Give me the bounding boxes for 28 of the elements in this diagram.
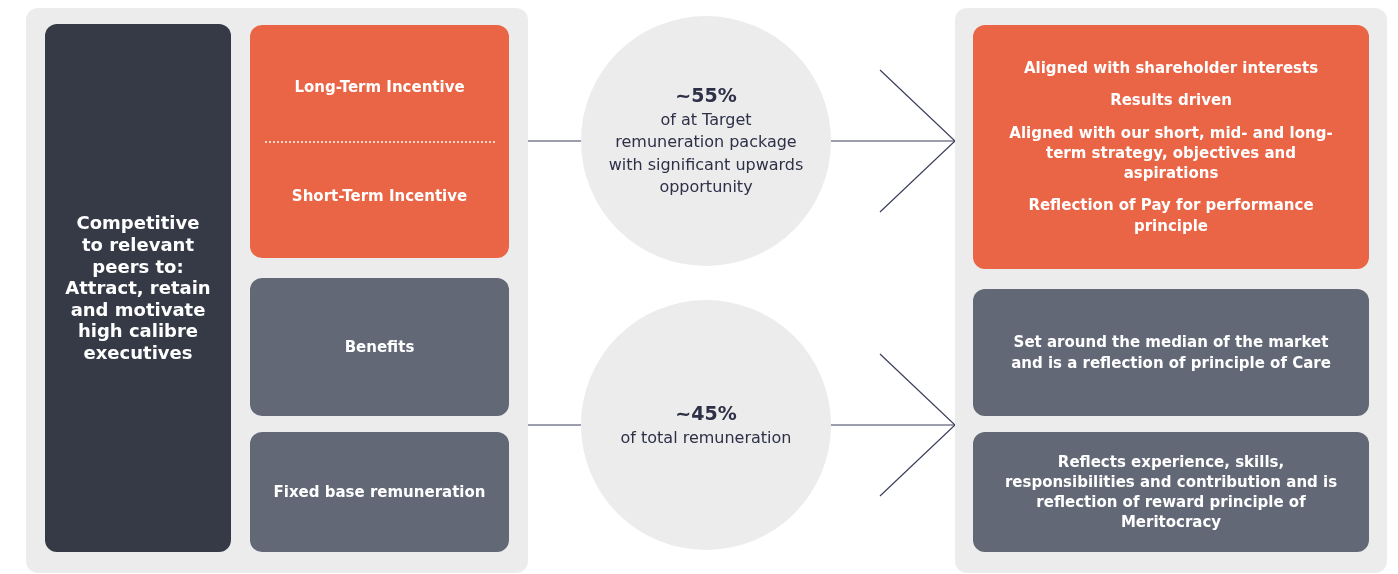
text-card [250,25,509,258]
label-text: Fixed base remuneration [273,481,486,503]
label-text: Competitive to relevant peers to: Attract, retain and motivate high calibre executives [64,212,212,364]
description-text: of at Target remuneration package with significant upwards opportunity [607,109,805,199]
label-text: Benefits [344,336,415,358]
connector-line [527,140,582,142]
label-text: Reflects experience, skills, responsibilities and contribution and is reflection of reward principle of Meritocracy [1003,451,1339,533]
description-text: of total remuneration [620,426,792,449]
text-card [973,289,1369,416]
chevron-arrow [830,69,956,213]
chevron-arrow [830,353,956,497]
text-card [973,432,1369,552]
label-text: Aligned with our short, mid- and long-term strategy, objectives and aspirations [1008,122,1334,184]
percentage-value: ~45% [675,401,737,426]
label-text: Set around the median of the market and is a reflection of principle of Care [1010,332,1332,373]
label-text: Results driven [1110,90,1232,111]
label-text: Aligned with shareholder interests [1023,58,1319,79]
label-text: Short-Term Incentive [291,186,468,207]
text-card [250,432,509,552]
panel-background [26,8,528,573]
text-card [45,24,231,552]
label-text: Reflection of Pay for performance principle [1027,195,1315,236]
panel-background [955,8,1387,573]
label-text: Long-Term Incentive [294,76,465,97]
percentage-value: ~55% [675,83,737,109]
connector-line [527,424,582,426]
text-card [973,25,1369,269]
text-card [250,278,509,416]
